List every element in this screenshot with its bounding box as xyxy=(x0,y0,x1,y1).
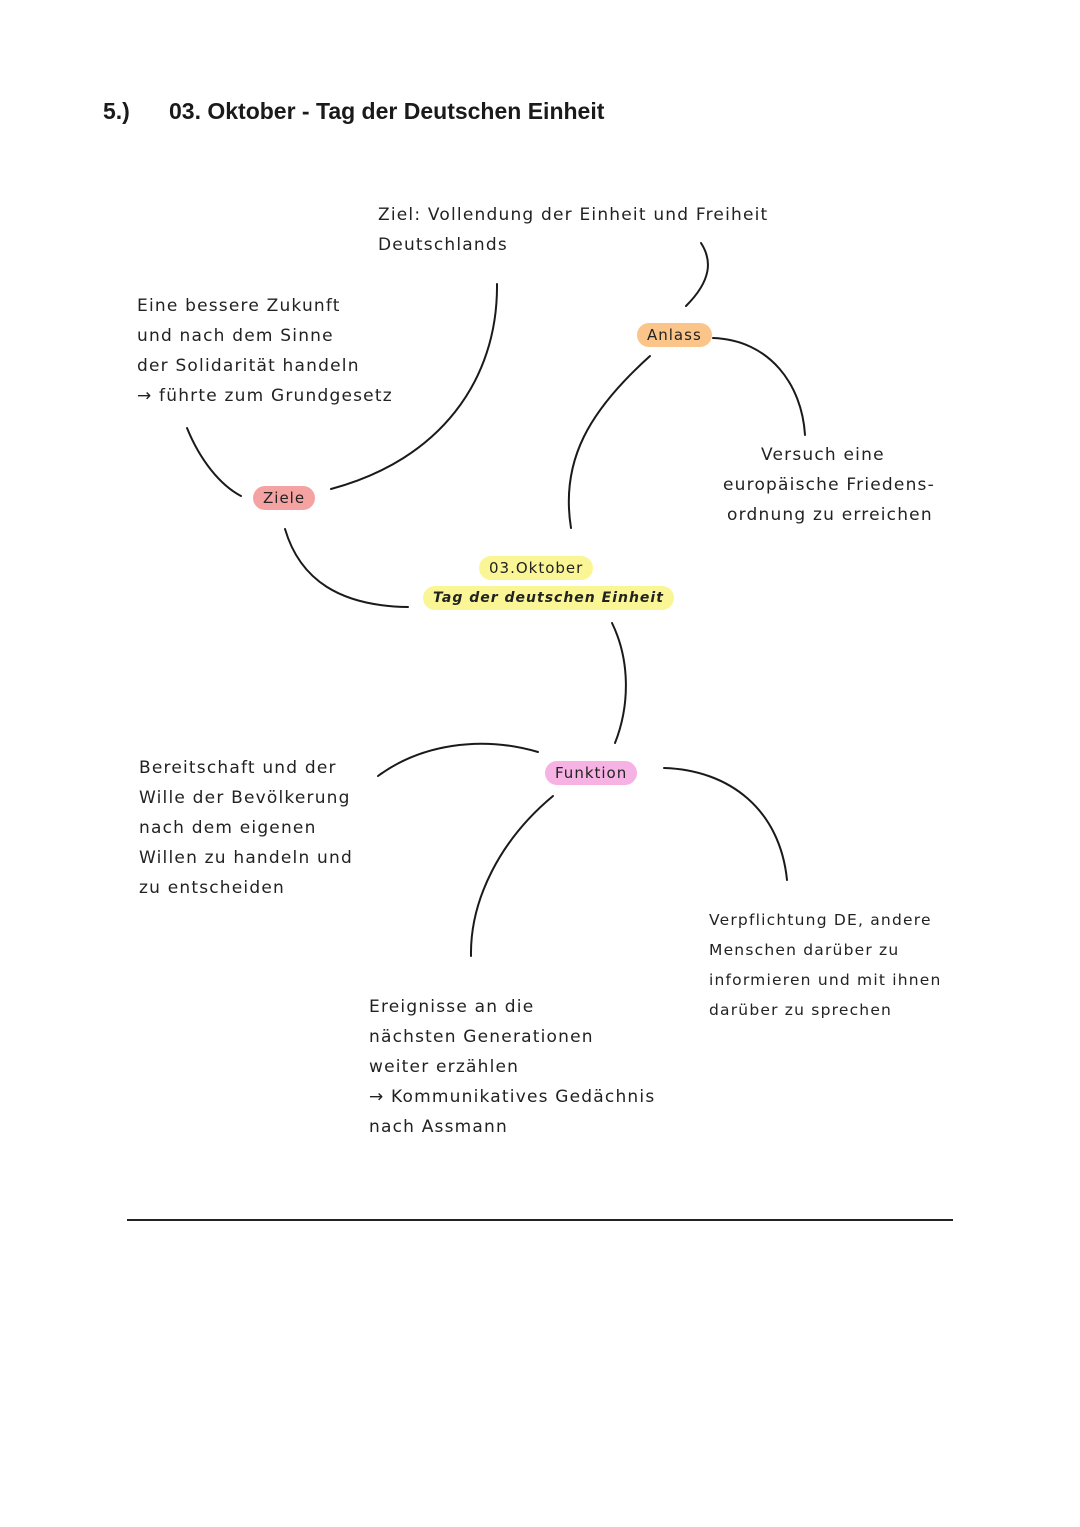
line-ziele-center xyxy=(284,528,409,608)
note-friedensordnung: Versuch eine europäische Friedens- ordnu… xyxy=(723,440,935,530)
tag-anlass: Anlass xyxy=(637,323,712,347)
note-line: Menschen darüber zu xyxy=(709,941,900,959)
note-bessere-zukunft: Eine bessere Zukunft und nach dem Sinne … xyxy=(137,291,393,411)
line-center-funktion xyxy=(611,622,627,744)
line-funktion-verpflichtung xyxy=(663,767,788,881)
note-line: Ziel: Vollendung der Einheit und Freihei… xyxy=(378,205,769,225)
line-anlass-center xyxy=(567,355,651,529)
note-line: Wille der Bevölkerung xyxy=(139,788,351,808)
note-ziel-vollendung: Ziel: Vollendung der Einheit und Freihei… xyxy=(378,200,768,260)
divider-line xyxy=(127,1219,953,1221)
line-anlass-ziel xyxy=(685,242,709,307)
note-bereitschaft: Bereitschaft und der Wille der Bevölkeru… xyxy=(139,753,353,903)
note-line: darüber zu sprechen xyxy=(709,1001,893,1019)
note-line: nach dem eigenen xyxy=(139,818,317,838)
note-line: Bereitschaft und der xyxy=(139,758,337,778)
center-label: Tag der deutschen Einheit xyxy=(423,586,674,610)
note-line: informieren und mit ihnen xyxy=(709,971,942,989)
page-title: 03. Oktober - Tag der Deutschen Einheit xyxy=(169,98,605,124)
line-funktion-ereignisse xyxy=(469,795,554,957)
note-line: → Kommunikatives Gedächnis xyxy=(369,1087,656,1107)
note-line: zu entscheiden xyxy=(139,878,285,898)
line-anlass-versuch xyxy=(712,337,806,436)
note-line: Ereignisse an die xyxy=(369,997,535,1017)
tag-ziele: Ziele xyxy=(253,486,316,510)
note-line: Deutschlands xyxy=(378,235,508,255)
note-line: Verpflichtung DE, andere xyxy=(709,911,932,929)
note-line: europäische Friedens- xyxy=(723,475,935,495)
note-ereignisse: Ereignisse an die nächsten Generationen … xyxy=(369,992,655,1142)
note-line: Eine bessere Zukunft xyxy=(137,296,341,316)
line-ziele-top xyxy=(330,283,499,490)
note-line: Willen zu handeln und xyxy=(139,848,354,868)
note-line: nächsten Generationen xyxy=(369,1027,594,1047)
section-number: 5.) xyxy=(103,98,130,124)
note-line: und nach dem Sinne xyxy=(137,326,334,346)
note-verpflichtung: Verpflichtung DE, andere Menschen darübe… xyxy=(709,905,942,1025)
tag-funktion: Funktion xyxy=(545,761,638,785)
center-date: 03.Oktober xyxy=(479,556,594,580)
line-ziele-zukunft xyxy=(186,427,242,497)
note-line: weiter erzählen xyxy=(369,1057,520,1077)
note-line: ordnung zu erreichen xyxy=(727,505,933,525)
note-line: → führte zum Grundgesetz xyxy=(137,386,393,406)
note-line: der Solidarität handeln xyxy=(137,356,360,376)
line-funktion-bereitschaft xyxy=(377,742,539,777)
note-line: nach Assmann xyxy=(369,1117,508,1137)
note-line: Versuch eine xyxy=(761,445,885,465)
